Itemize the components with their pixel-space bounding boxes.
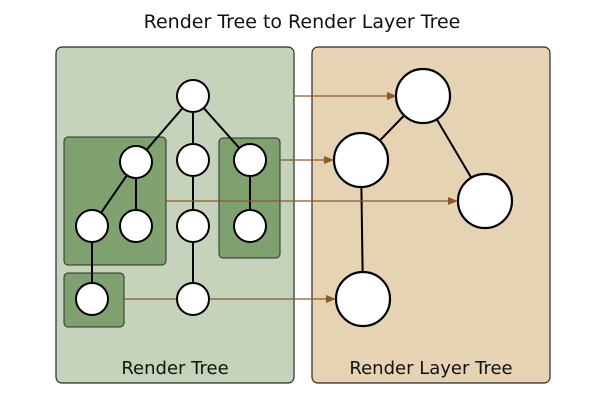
- render-node: [233, 209, 267, 243]
- render-node: [176, 79, 210, 113]
- layer-node: [456, 172, 514, 230]
- render-node: [75, 209, 109, 243]
- render-layer-nodes: [332, 67, 514, 328]
- render-layer-tree-label: Render Layer Tree: [349, 358, 512, 379]
- render-tree-label: Render Tree: [121, 358, 228, 379]
- diagram-title: Render Tree to Render Layer Tree: [144, 11, 461, 33]
- render-node: [75, 282, 109, 316]
- mapping-arrows: [124, 92, 458, 303]
- layer-node: [394, 67, 452, 125]
- layer-node: [334, 270, 392, 328]
- render-tree-nodes: [75, 79, 267, 316]
- render-node: [176, 209, 210, 243]
- render-node: [233, 143, 267, 177]
- render-node: [176, 143, 210, 177]
- render-node: [119, 145, 153, 179]
- render-node: [176, 282, 210, 316]
- layer-node: [332, 131, 390, 189]
- render-node: [119, 209, 153, 243]
